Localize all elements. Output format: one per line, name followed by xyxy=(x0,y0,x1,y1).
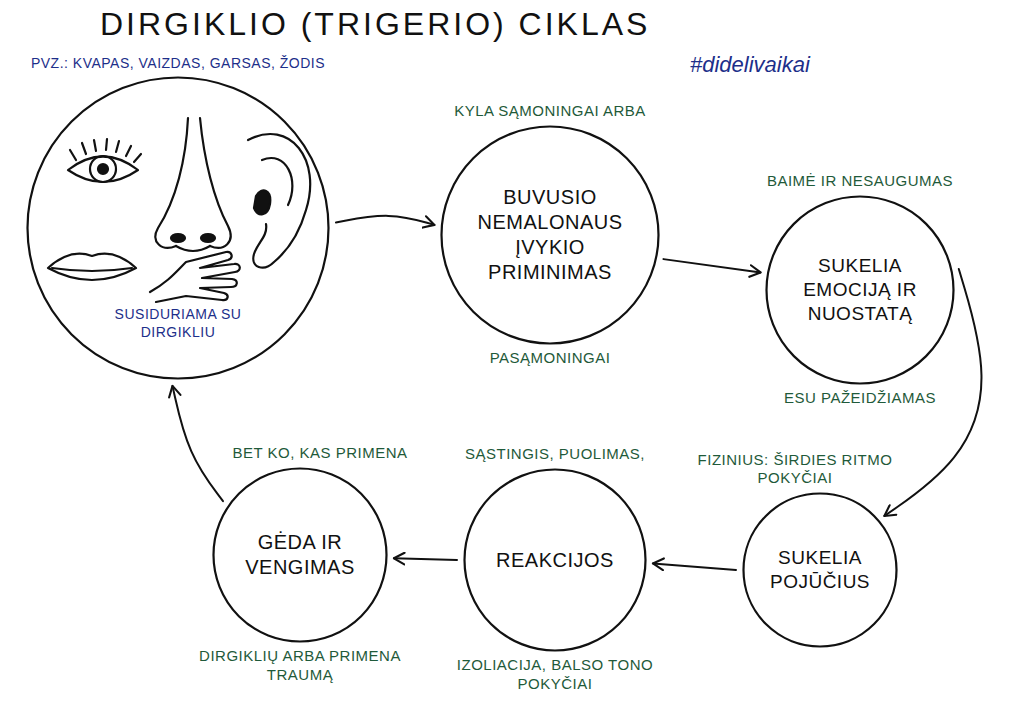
cycle-circle: BAIMĖ IR NESAUGUMASSUKELIA EMOCIJĄ IR NU… xyxy=(765,195,955,385)
cycle-circle: PVZ.: KVAPAS, VAIZDAS, GARSAS, ŽODISSUSI… xyxy=(26,76,330,380)
circle-note: SUSIDURIAMA SU DIRGIKLIU xyxy=(83,306,273,341)
eye-iris xyxy=(90,156,116,182)
circle-text: GĖDA IR VENGIMAS xyxy=(230,530,370,580)
circle-note: BAIMĖ IR NESAUGUMAS xyxy=(745,172,975,191)
cycle-circle: SĄSTINGIS, PUOLIMAS,REAKCIJOSIZOLIACIJA,… xyxy=(463,468,647,652)
circle-note: FIZINIUS: ŠIRDIES RITMO POKYČIAI xyxy=(695,451,895,489)
circle-stroke xyxy=(767,197,954,384)
cycle-circle: FIZINIUS: ŠIRDIES RITMO POKYČIAISUKELIA … xyxy=(742,492,898,648)
cycle-arrow xyxy=(653,563,736,570)
circle-note: DIRGIKLIŲ ARBA PRIMENA TRAUMĄ xyxy=(195,647,405,685)
circle-note: ESU PAŽEIDŽIAMAS xyxy=(760,389,960,408)
eye-outline xyxy=(68,157,138,183)
eye-pupil xyxy=(98,164,108,174)
circle-stroke xyxy=(744,494,897,647)
circle-note: SĄSTINGIS, PUOLIMAS, xyxy=(440,445,670,464)
circle-stroke xyxy=(465,470,646,651)
circle-text: BUVUSIO NEMALONAUS ĮVYKIO PRIMINIMAS xyxy=(468,185,633,285)
nostril xyxy=(171,234,185,242)
cycle-arrow xyxy=(394,558,457,560)
ear-outline xyxy=(248,134,310,268)
cycle-circle: KYLA SĄMONINGAI ARBABUVUSIO NEMALONAUS Į… xyxy=(440,125,660,345)
circle-outline xyxy=(742,492,898,648)
nose-outline xyxy=(155,118,230,248)
circle-text: REAKCIJOS xyxy=(480,548,630,573)
lips-outline xyxy=(48,254,136,280)
cycle-circle: BET KO, KAS PRIMENAGĖDA IR VENGIMASDIRGI… xyxy=(212,467,388,643)
circle-note: PVZ.: KVAPAS, VAIZDAS, GARSAS, ŽODIS xyxy=(3,55,353,73)
circle-outline xyxy=(440,125,660,345)
cycle-arrow xyxy=(172,386,223,501)
nose-tip xyxy=(176,246,210,251)
circle-note: KYLA SĄMONINGAI ARBA xyxy=(420,102,680,121)
circle-note: PASĄMONINGAI xyxy=(440,349,660,368)
nostril xyxy=(201,234,215,242)
diagram-title: DIRGIKLIO (TRIGERIO) CIKLAS xyxy=(100,6,650,43)
hashtag: #didelivaikai xyxy=(690,52,810,78)
circle-stroke xyxy=(28,78,329,379)
eyelashes xyxy=(70,139,141,162)
circle-stroke xyxy=(442,127,659,344)
circle-text: SUKELIA POJŪČIUS xyxy=(758,546,883,594)
cycle-arrow xyxy=(663,259,760,272)
hand xyxy=(150,252,240,302)
circle-text: SUKELIA EMOCIJĄ IR NUOSTATĄ xyxy=(785,254,935,325)
ear-canal xyxy=(254,190,270,214)
circle-outline xyxy=(212,467,388,643)
circle-note: IZOLIACIJA, BALSO TONO POKYČIAI xyxy=(450,656,660,694)
lips-line xyxy=(52,268,132,271)
cycle-arrow xyxy=(336,216,435,225)
circle-note: BET KO, KAS PRIMENA xyxy=(220,444,420,463)
circle-stroke xyxy=(214,469,387,642)
